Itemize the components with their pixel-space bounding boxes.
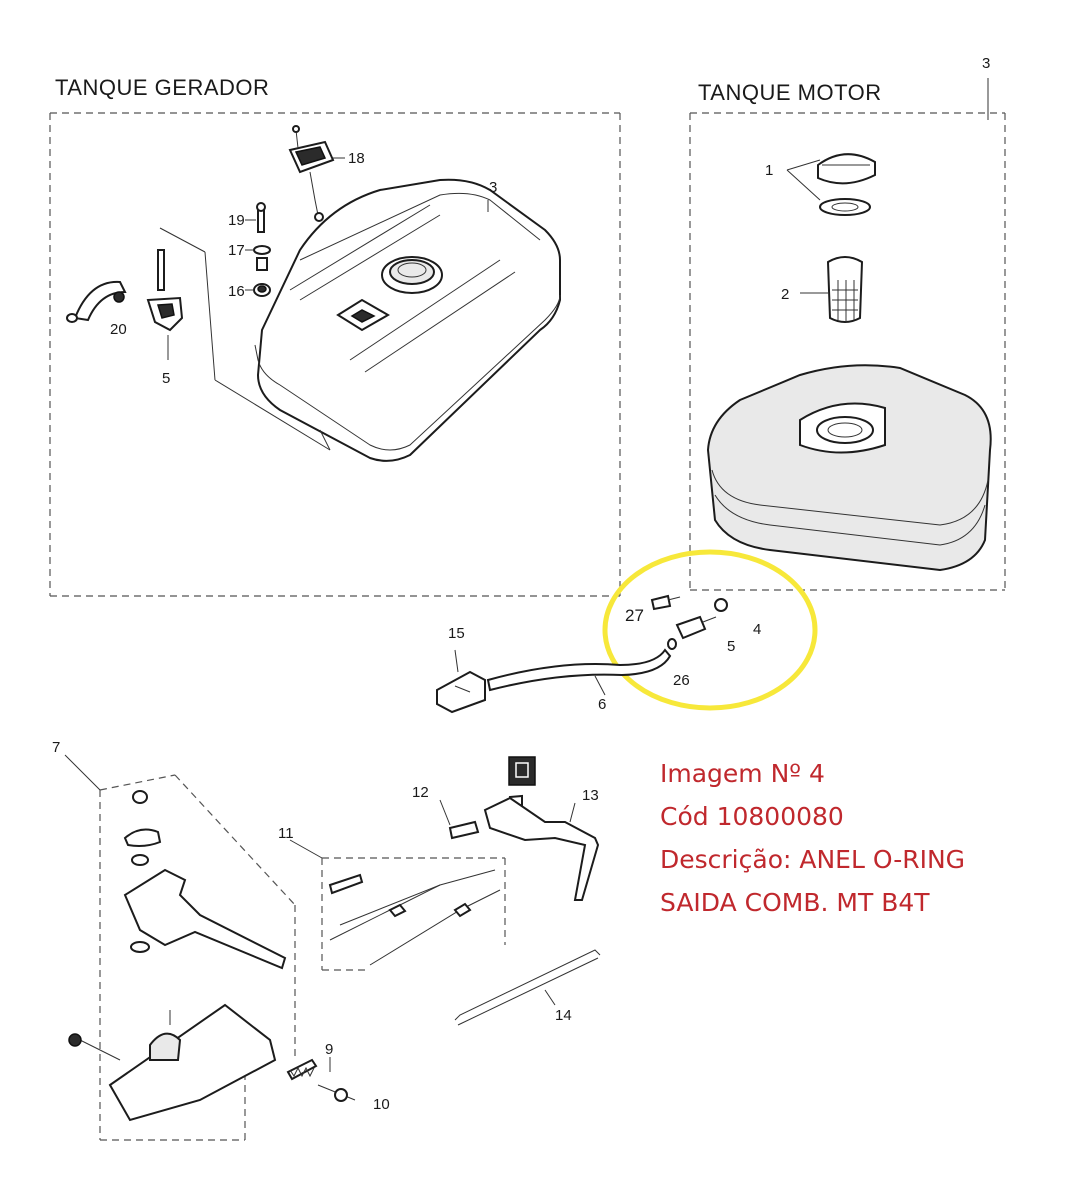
- callout-27: 27: [625, 606, 644, 625]
- callout-9: 9: [325, 1041, 334, 1058]
- description-text: Descrição: ANEL O-RING: [660, 845, 966, 874]
- callout-10: 10: [373, 1096, 390, 1113]
- engine-tank-title: TANQUE MOTOR: [698, 80, 882, 105]
- callout-5-hose: 5: [727, 638, 736, 655]
- generator-tank-title: TANQUE GERADOR: [55, 75, 270, 100]
- generator-fuel-tank: [254, 178, 561, 462]
- engine-tank-parts: [706, 153, 992, 572]
- callout-16: 16: [228, 283, 245, 300]
- callout-20: 20: [110, 321, 127, 338]
- callout-3-engine: 3: [982, 55, 991, 72]
- callout-15: 15: [448, 625, 465, 642]
- callout-13: 13: [582, 787, 599, 804]
- fuel-gauge-part: [288, 125, 345, 222]
- part-code-text: Cód 10800080: [660, 802, 844, 831]
- throttle-bracket-assembly: [64, 754, 296, 1141]
- hardware-16-17-19: [245, 202, 271, 297]
- fuel-valve-assembly: [66, 227, 331, 451]
- callout-17: 17: [228, 242, 245, 259]
- generator-tank-frame: [49, 112, 621, 597]
- fuel-line-parts: [436, 594, 728, 714]
- callout-5-generator: 5: [162, 370, 171, 387]
- throttle-lever-parts: [439, 756, 601, 1026]
- callout-7: 7: [52, 739, 61, 756]
- callout-2: 2: [781, 286, 790, 303]
- callout-4: 4: [753, 621, 762, 638]
- callout-1: 1: [765, 162, 774, 179]
- callout-19: 19: [228, 212, 245, 229]
- callout-11: 11: [278, 825, 294, 842]
- callout-26: 26: [673, 672, 690, 689]
- callout-18: 18: [348, 150, 365, 167]
- image-number-text: Imagem Nº 4: [660, 759, 825, 788]
- callout-6: 6: [598, 696, 607, 713]
- highlight-circle: [602, 549, 818, 711]
- callout-3-generator: 3: [489, 179, 498, 196]
- callout-14: 14: [555, 1007, 572, 1024]
- callout-12: 12: [412, 784, 429, 801]
- part-info-block: Imagem Nº 4 Cód 10800080 Descrição: ANEL…: [660, 752, 965, 924]
- springs-and-rods: [286, 839, 506, 1102]
- engine-tank-frame: [689, 78, 1006, 591]
- description-continued-text: SAIDA COMB. MT B4T: [660, 888, 930, 917]
